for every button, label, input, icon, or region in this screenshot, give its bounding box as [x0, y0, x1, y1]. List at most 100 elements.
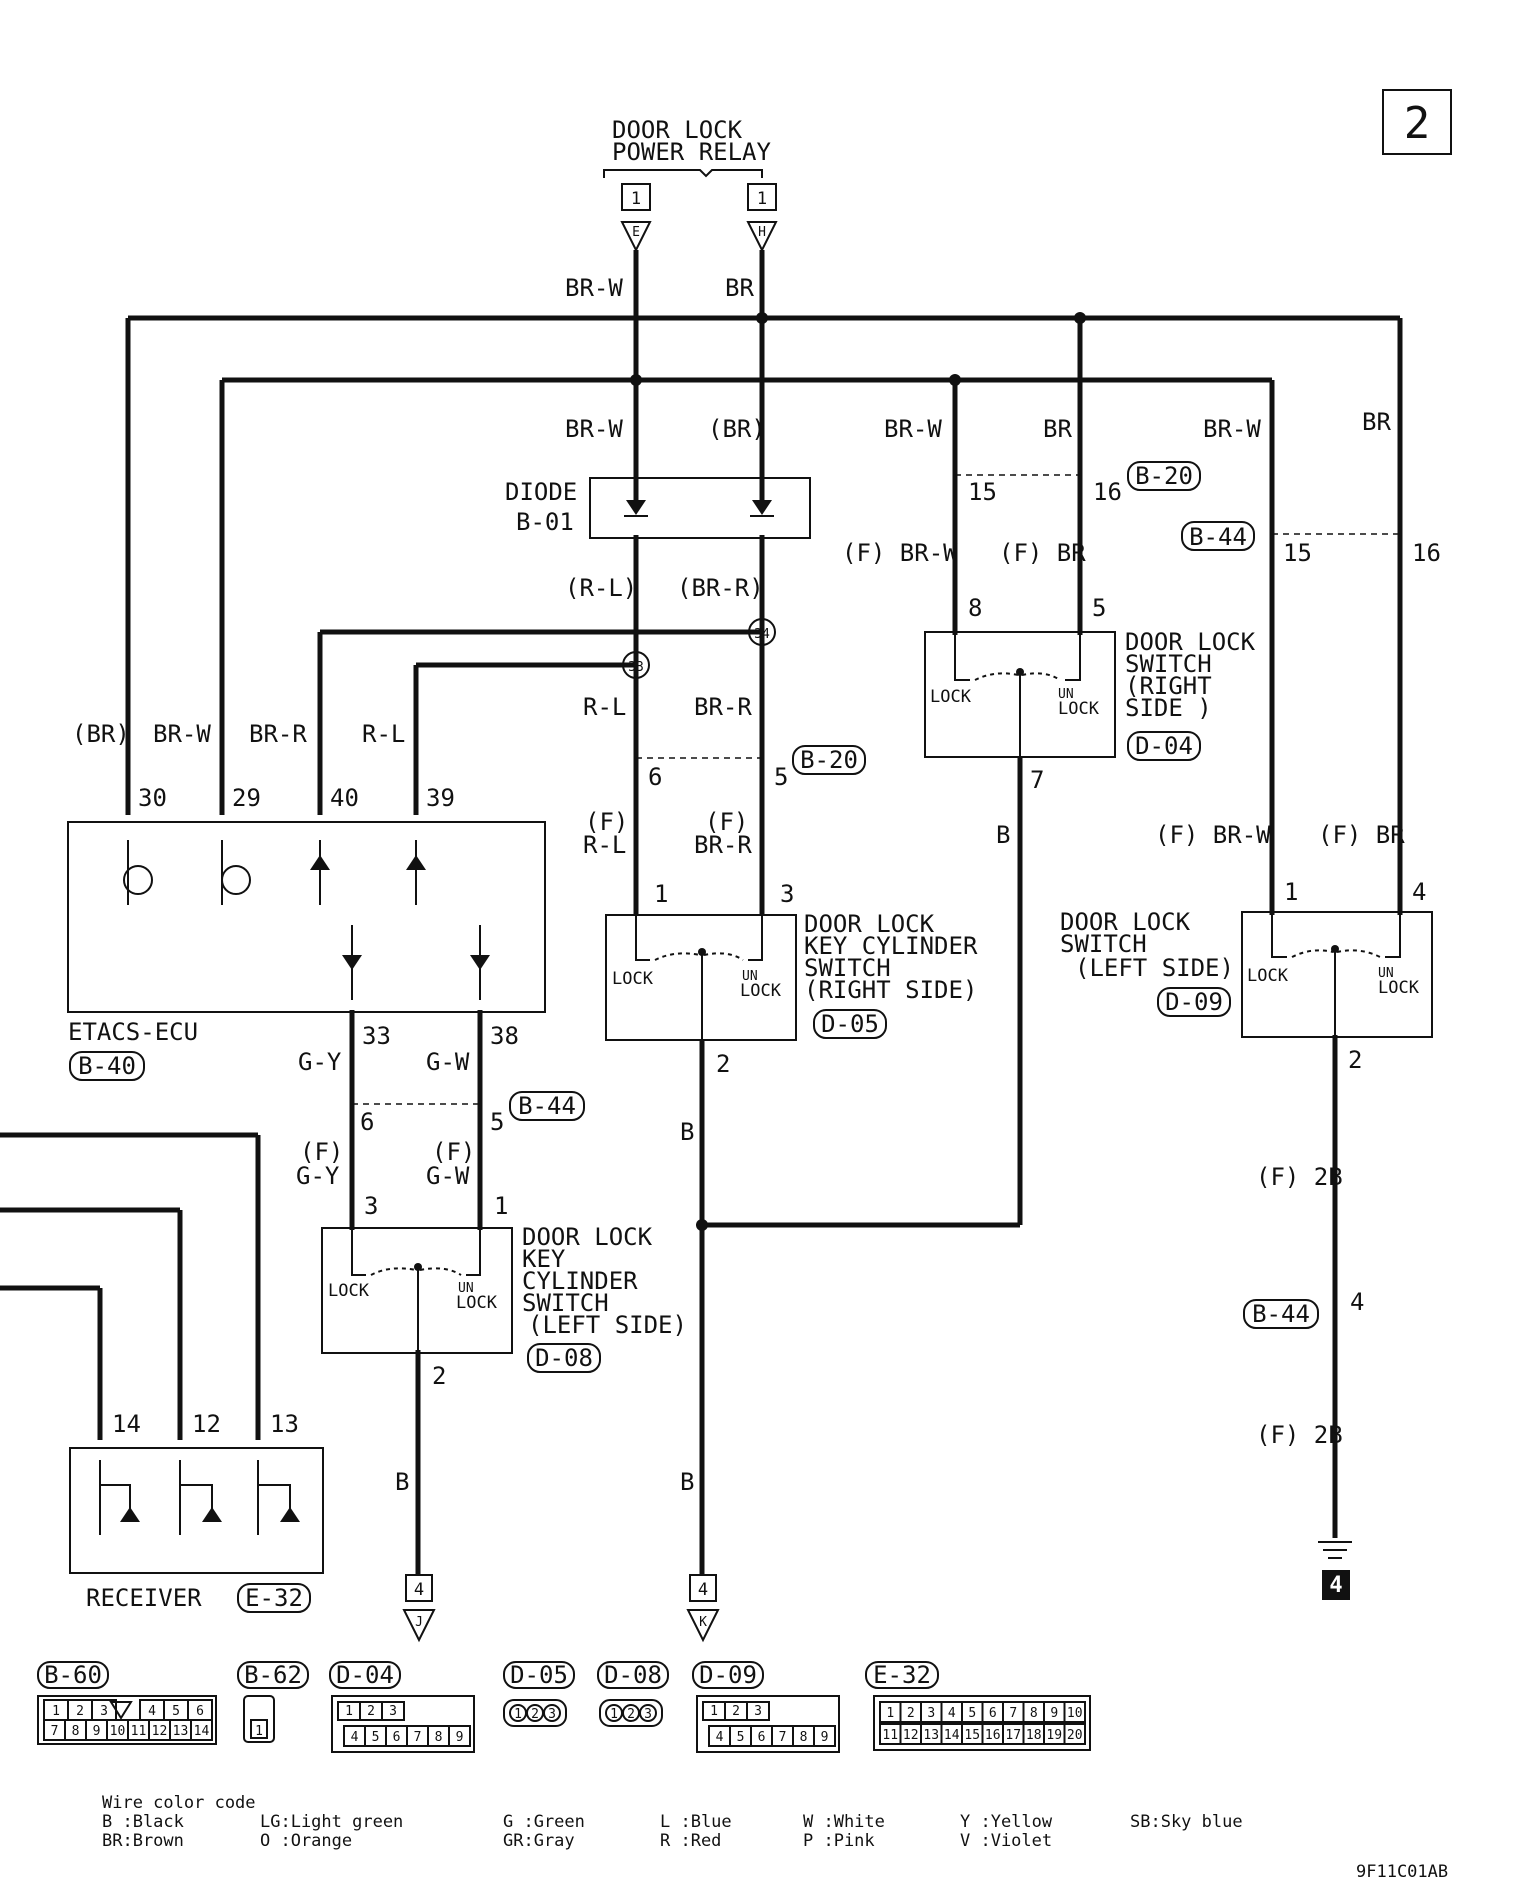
key-left-line2: KEY	[522, 1245, 566, 1273]
wire-br-paren-mid: (BR)	[708, 415, 766, 443]
wire-f-br: (F) BR	[999, 539, 1086, 567]
connector-b44-mid: 6 5 B-44	[352, 1091, 585, 1136]
wire-gy-f: G-Y	[296, 1162, 340, 1190]
key-left-line5: (LEFT SIDE)	[528, 1311, 687, 1339]
color-code-g: G :Green	[503, 1812, 585, 1832]
pin-number: 1	[610, 1707, 618, 1722]
pin-number: 13	[173, 1724, 189, 1739]
pin-number: 4	[948, 1706, 956, 1721]
pin-cell	[639, 1704, 657, 1722]
wire-etacs-brr: BR-R	[249, 720, 307, 748]
key-left-pin-3: 3	[364, 1192, 378, 1220]
key-right-lock2: LOCK	[740, 981, 782, 1001]
pin-number: 12	[152, 1724, 168, 1739]
cv-label-d05: D-05	[510, 1661, 568, 1689]
b20-pin-6: 6	[648, 763, 662, 791]
wire-rl-f: R-L	[583, 831, 626, 859]
switch-right-line3: (RIGHT	[1125, 672, 1212, 700]
diode-line1: DIODE	[505, 478, 577, 506]
junction-34: 34	[754, 627, 770, 642]
receiver-connector: E-32	[245, 1584, 303, 1612]
key-right-line3: SWITCH	[804, 954, 891, 982]
pin-number: 6	[989, 1706, 997, 1721]
wire-rl-paren: (R-L)	[565, 574, 637, 602]
wire-f-right: (F)	[705, 808, 748, 836]
key-left-lock2: LOCK	[456, 1293, 498, 1313]
etacs-pin-39: 39	[426, 784, 455, 812]
color-code-p: P :Pink	[803, 1831, 875, 1851]
terminals: 4 J 4 K 4	[402, 1541, 1352, 1643]
key-left-line3: CYLINDER	[522, 1267, 638, 1295]
wire-etacs-br: (BR)	[72, 720, 130, 748]
pin-number: 10	[1067, 1706, 1083, 1721]
pin-number: 1	[52, 1704, 60, 1719]
color-code-br: BR:Brown	[102, 1831, 184, 1851]
etacs-pin-33: 33	[362, 1022, 391, 1050]
switch-left-pin-1: 1	[1284, 878, 1298, 906]
pin-number: 2	[732, 1704, 740, 1719]
figure-code: 9F11C01AB	[1356, 1862, 1448, 1882]
switch-left-lock: LOCK	[1247, 966, 1289, 986]
wire-labels-lower: G-Y G-W (F) G-Y (F) G-W B B B (F) 2B (F)…	[296, 1048, 1343, 1496]
pin-number: 3	[100, 1704, 108, 1719]
pin-number: 3	[927, 1706, 935, 1721]
pin-number: 9	[1050, 1706, 1058, 1721]
diode-b01: DIODE B-01	[505, 477, 811, 539]
switch-left-connector: D-09	[1165, 988, 1223, 1016]
key-right-line1: DOOR LOCK	[804, 910, 935, 938]
key-left-pin-2: 2	[432, 1362, 446, 1390]
pin-number: 14	[944, 1728, 960, 1743]
pin-number: 15	[964, 1728, 980, 1743]
key-left-lock: LOCK	[328, 1281, 370, 1301]
wire-brw-top: BR-W	[565, 274, 623, 302]
wire-b-switch: B	[996, 821, 1010, 849]
connector-b44-lower: B-44 4	[1243, 1288, 1364, 1329]
wire-f-gy: (F)	[300, 1138, 343, 1166]
switch-left-pin-4: 4	[1412, 878, 1426, 906]
etacs-pin-38: 38	[490, 1022, 519, 1050]
key-right-line4: (RIGHT SIDE)	[804, 976, 977, 1004]
relay-tri-e: E	[632, 225, 640, 240]
cv-label-d08: D-08	[604, 1661, 662, 1689]
wire-f-br-right: (F) BR	[1318, 821, 1405, 849]
switch-right-pin-8: 8	[968, 594, 982, 622]
switch-left-line3: (LEFT SIDE)	[1075, 954, 1234, 982]
color-code-l: L :Blue	[660, 1812, 732, 1832]
wire-rl: R-L	[583, 693, 626, 721]
wiring	[0, 250, 1403, 1575]
pin-number: 20	[1067, 1728, 1083, 1743]
terminal-k-num: 4	[698, 1580, 708, 1600]
pin-number: 18	[1026, 1728, 1042, 1743]
pin-number: 14	[194, 1724, 210, 1739]
pin-number: 5	[172, 1704, 180, 1719]
page-number-box: 2	[1382, 89, 1452, 155]
junction-33: 33	[628, 660, 644, 675]
b62-pin: 1	[255, 1724, 263, 1739]
b20-pin-5: 5	[774, 763, 788, 791]
terminal-k-letter: K	[699, 1615, 707, 1630]
terminal-j-letter: J	[415, 1615, 423, 1630]
pin-number: 12	[903, 1728, 919, 1743]
wire-brr: BR-R	[694, 693, 752, 721]
relay-title-line2: POWER RELAY	[612, 138, 771, 166]
pin-number: 2	[531, 1707, 539, 1722]
terminal-j-num: 4	[414, 1580, 424, 1600]
etacs-ecu: 30 29 40 39 33 38 ETACS-ECU B-40	[67, 784, 546, 1081]
wire-brr-f: BR-R	[694, 831, 752, 859]
ground-num: 4	[1329, 1573, 1342, 1598]
switch-right-lock: LOCK	[930, 687, 972, 707]
color-code-b: B :Black	[102, 1812, 184, 1832]
pin-number: 10	[110, 1724, 126, 1739]
receiver-pin-12: 12	[192, 1410, 221, 1438]
pin-number: 11	[131, 1724, 147, 1739]
wire-gy: G-Y	[298, 1048, 342, 1076]
b20-label-upper: B-20	[1135, 462, 1193, 490]
receiver-pin-13: 13	[270, 1410, 299, 1438]
pin-number: 7	[1009, 1706, 1017, 1721]
switch-right-line1: DOOR LOCK	[1125, 628, 1256, 656]
etacs-pin-30: 30	[138, 784, 167, 812]
